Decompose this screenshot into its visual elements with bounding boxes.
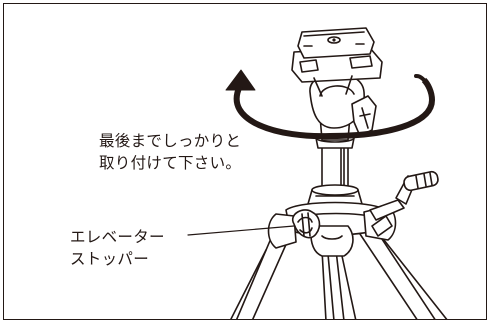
center-column [315,133,355,193]
rotation-arrow [225,69,435,140]
stopper-leader-line [187,225,295,236]
elevator-stopper-label-line2: ストッパー [70,250,150,268]
illustration-frame: 最後までしっかりと 取り付けて下さい。 エレベーター ストッパー [3,3,487,320]
elevator-stopper-label: エレベーター ストッパー [70,226,165,270]
tripod-legs [230,229,448,319]
elevator-stopper-knob [291,209,321,239]
tighten-instruction-line1: 最後までしっかりと [99,132,242,150]
tighten-instruction: 最後までしっかりと 取り付けて下さい。 [99,130,241,174]
tighten-instruction-line2: 取り付けて下さい。 [99,154,242,172]
elevator-stopper-label-line1: エレベーター [70,228,165,246]
tripod-illustration [187,27,448,319]
ball-head [309,72,377,141]
quick-release-plate [291,27,383,97]
crank-handle [369,170,439,237]
